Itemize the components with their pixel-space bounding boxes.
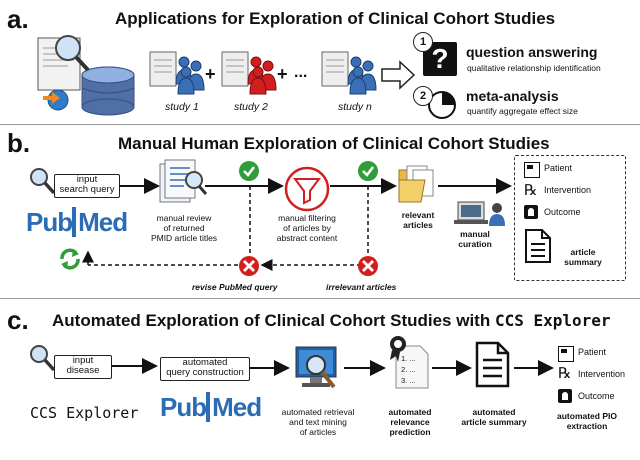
- step-2-badge: 2: [413, 86, 433, 106]
- manual-review-label: manual review of returned PMID article t…: [150, 213, 218, 243]
- section-c-title: Automated Exploration of Clinical Cohort…: [52, 311, 611, 331]
- query-construction-box: automated query construction: [160, 357, 250, 381]
- outcome-icon: [524, 205, 538, 219]
- divider-b-c: [0, 298, 640, 299]
- article-summary-label: article summary: [564, 247, 602, 267]
- study-2-group: [221, 48, 280, 103]
- pio-extraction-label: automated PIO extraction: [557, 411, 617, 431]
- intervention-label-c: Intervention: [578, 369, 626, 379]
- checkmark-icon-2: [358, 161, 378, 181]
- monitor-search-icon: [295, 346, 337, 389]
- study-n-group: [321, 48, 380, 103]
- retrieval-label: automated retrieval and text mining of a…: [281, 407, 355, 437]
- folder-icon: [398, 165, 434, 203]
- ellipsis: ...: [294, 64, 308, 81]
- question-answering-title: question answering: [466, 44, 598, 60]
- step-1-badge: 1: [413, 32, 433, 52]
- database-icon: [37, 35, 135, 116]
- pie-chart-icon: [428, 91, 456, 119]
- outline-arrow-icon: [381, 60, 416, 90]
- section-c-title-mono: CCS Explorer: [494, 311, 611, 330]
- outcome-label-c: Outcome: [578, 391, 615, 401]
- reject-icon-2: [358, 256, 378, 276]
- manual-curation-label: manual curation: [458, 229, 492, 249]
- checkmark-icon: [239, 161, 259, 181]
- list-item-3: 3. ...: [401, 376, 416, 385]
- section-c-letter: c.: [7, 305, 29, 335]
- patient-icon: [524, 162, 540, 178]
- outcome-label: Outcome: [544, 207, 581, 217]
- pubmed-pub-c: Pub: [160, 392, 207, 422]
- magnifier-icon-c: [30, 345, 56, 372]
- study-1-group: [149, 48, 208, 103]
- input-disease-box: input disease: [54, 355, 112, 379]
- summary-document-icon: [475, 341, 510, 388]
- question-mark-icon: ?: [423, 42, 457, 76]
- revise-pubmed-query-label: revise PubMed query: [192, 282, 278, 292]
- irrelevant-articles-label: irrelevant articles: [326, 282, 397, 292]
- pubmed-med-c: Med: [206, 392, 262, 422]
- patient-label-c: Patient: [578, 347, 607, 357]
- automated-summary-label: automated article summary: [461, 407, 527, 427]
- outcome-icon-c: [558, 389, 572, 403]
- list-item-1: 1. ...: [401, 354, 416, 363]
- section-a-title: Applications for Exploration of Clinical…: [115, 9, 556, 28]
- list-item-2: 2. ...: [401, 365, 416, 374]
- plus-sign-2: +: [277, 64, 288, 84]
- section-b-letter: b.: [7, 128, 31, 158]
- rx-icon-c: ℞: [558, 364, 572, 382]
- pubmed-med: Med: [72, 207, 128, 237]
- review-documents-icon: [159, 159, 208, 203]
- pio-summary-box: [514, 155, 626, 281]
- relevance-label: automated relevance prediction: [388, 407, 432, 437]
- rx-icon: ℞: [524, 181, 538, 199]
- refresh-icon: [60, 248, 80, 270]
- reject-icon: [239, 256, 259, 276]
- document-icon: [525, 229, 551, 263]
- manual-filtering-label: manual filtering of articles by abstract…: [276, 213, 338, 243]
- relevant-articles-label: relevant articles: [401, 210, 435, 230]
- section-b-title: Manual Human Exploration of Clinical Coh…: [118, 134, 550, 153]
- ccs-explorer-label: CCS Explorer: [30, 404, 139, 422]
- ranked-list-icon: [390, 336, 429, 389]
- magnifier-icon: [30, 168, 56, 195]
- curator-icon: [454, 201, 505, 226]
- section-a-letter: a.: [7, 4, 29, 34]
- pubmed-pub: Pub: [26, 207, 73, 237]
- meta-analysis-title: meta-analysis: [466, 88, 559, 104]
- divider-a-b: [0, 124, 640, 125]
- section-c-title-text: Automated Exploration of Clinical Cohort…: [52, 311, 491, 330]
- patient-icon-c: [558, 346, 574, 362]
- study-2-label: study 2: [234, 101, 268, 113]
- study-n-label: study n: [338, 101, 372, 113]
- meta-analysis-subtitle: quantify aggregate effect size: [467, 106, 578, 116]
- study-1-label: study 1: [165, 101, 199, 113]
- plus-sign: +: [205, 64, 216, 84]
- patient-label: Patient: [544, 163, 573, 173]
- question-answering-subtitle: qualitative relationship identification: [467, 63, 601, 73]
- intervention-label: Intervention: [544, 185, 592, 195]
- funnel-icon: [284, 166, 330, 212]
